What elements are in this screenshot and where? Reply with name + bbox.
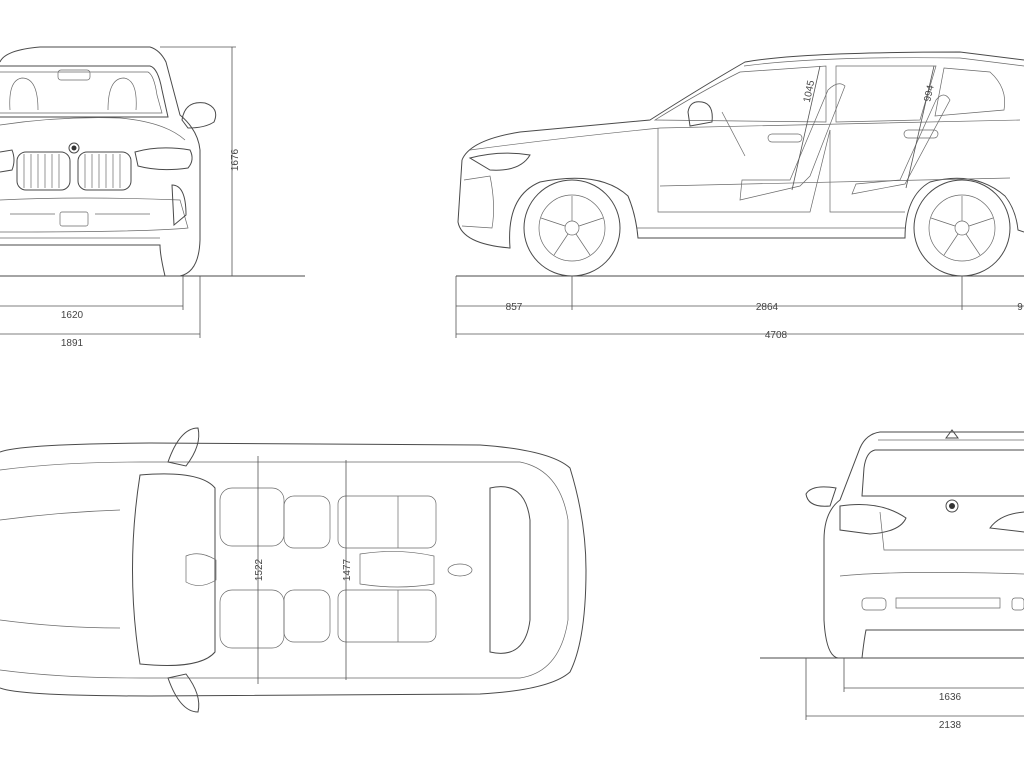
top-view: 1522 1477	[0, 427, 587, 713]
dim-rear-shoulder: 1477	[342, 558, 353, 581]
dim-front-shoulder: 1522	[254, 558, 265, 581]
side-view: 1045 994 857 2864 9 4708	[455, 51, 1024, 341]
dim-front-headroom: 1045	[802, 79, 817, 103]
dim-front-width: 1891	[61, 338, 84, 349]
dim-front-height: 1676	[230, 148, 241, 171]
dim-rear-width: 2138	[939, 720, 962, 731]
dim-overall-length: 4708	[765, 330, 788, 341]
dim-rear-overhang: 9	[1017, 302, 1023, 313]
dim-rear-headroom: 994	[922, 84, 936, 103]
dim-rear-track: 1636	[939, 692, 962, 703]
dim-front-track: 1620	[61, 310, 84, 321]
front-view: 1676 1620 1891	[0, 46, 305, 349]
dim-front-overhang: 857	[506, 302, 523, 313]
dim-wheelbase: 2864	[756, 302, 779, 313]
rear-view: 1636 2138	[760, 429, 1024, 731]
